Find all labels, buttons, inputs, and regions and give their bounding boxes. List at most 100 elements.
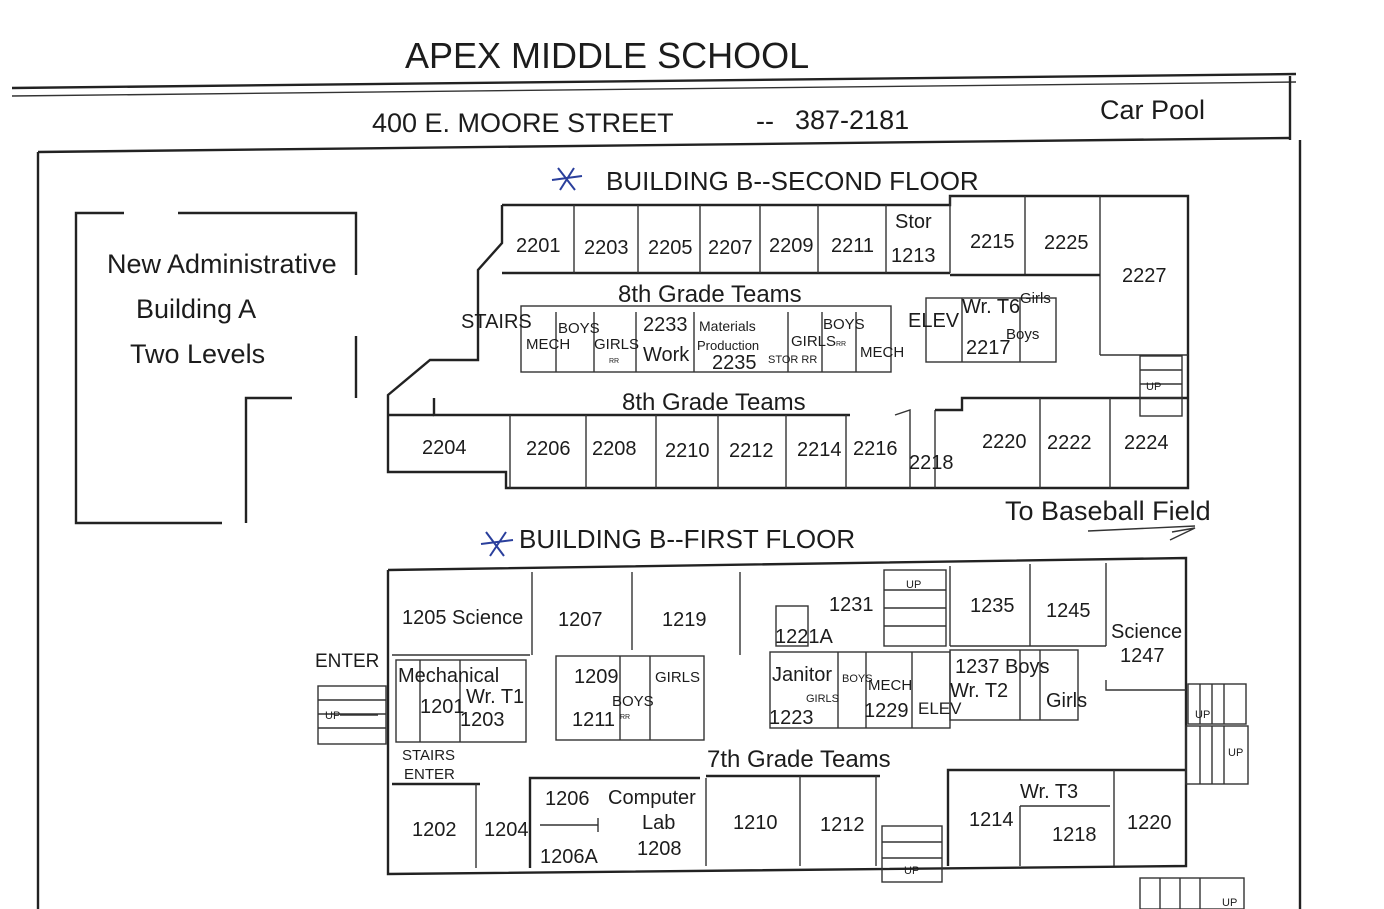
room-2233: 2233	[643, 314, 688, 336]
room-1205: 1205 Science	[402, 607, 523, 629]
restroom-girls-1209: GIRLS	[655, 669, 700, 686]
baseball-field-label: To Baseball Field	[1005, 496, 1211, 526]
room-2211: 2211	[831, 235, 874, 257]
lab-label: Lab	[642, 812, 675, 834]
room-1221a: 1221A	[775, 626, 833, 648]
second-floor-title: BUILDING B--SECOND FLOOR	[606, 166, 979, 196]
workroom-t1: Wr. T1	[466, 686, 524, 708]
room-1223: 1223	[769, 707, 814, 729]
room-1245: 1245	[1046, 600, 1091, 622]
room-1201: 1201	[420, 696, 465, 718]
restroom-girls-t6: Girls	[1020, 290, 1051, 307]
room-1208: 1208	[637, 838, 682, 860]
room-1229: 1229	[864, 700, 909, 722]
room-2222: 2222	[1047, 432, 1092, 454]
storage-label: Stor	[895, 211, 932, 233]
materials-label: Materials	[699, 318, 756, 334]
first-floor-walls	[386, 556, 1188, 883]
address: 400 E. MOORE STREET	[372, 108, 674, 138]
restroom-girls-right: GIRLS	[791, 333, 836, 350]
stair-up-label-enter: UP	[325, 710, 340, 722]
asterisk-icon	[551, 167, 583, 191]
stairs-enter-line1: STAIRS	[402, 747, 455, 764]
stair-right-upper	[1187, 683, 1247, 725]
room-1235: 1235	[970, 595, 1015, 617]
janitor-room: Janitor	[772, 664, 832, 686]
stair-enter-left	[317, 685, 387, 745]
building-a-outline	[74, 211, 358, 525]
work-room: Work	[643, 344, 690, 366]
room-1237-boys: 1237 Boys	[955, 656, 1050, 678]
room-2220: 2220	[982, 431, 1027, 453]
room-2216: 2216	[853, 438, 898, 460]
room-1211: 1211	[572, 709, 615, 731]
room-1206: 1206	[545, 788, 590, 810]
stairs-label-2f: STAIRS	[461, 311, 532, 333]
room-2201: 2201	[516, 235, 561, 257]
room-2203: 2203	[584, 237, 629, 259]
production-label: Production	[697, 338, 759, 353]
workroom-t6: Wr. T6	[962, 296, 1020, 318]
mech-room-left: MECH	[526, 336, 570, 353]
workroom-t2: Wr. T2	[950, 680, 1008, 702]
room-1218: 1218	[1052, 824, 1097, 846]
science-label: Science	[1111, 621, 1182, 643]
stair-up-label-corner: UP	[1222, 897, 1237, 909]
room-2207: 2207	[708, 237, 753, 259]
first-floor-title: BUILDING B--FIRST FLOOR	[519, 524, 855, 554]
building-a-line2: Building A	[136, 294, 256, 324]
room-1210: 1210	[733, 812, 778, 834]
baseball-arrow	[1087, 525, 1196, 541]
workroom-t3: Wr. T3	[1020, 781, 1078, 803]
header-frame	[11, 72, 1302, 909]
second-floor-walls	[386, 194, 1190, 490]
stair-corner	[1139, 877, 1245, 909]
room-2210: 2210	[665, 440, 710, 462]
room-1247: 1247	[1120, 645, 1165, 667]
room-1219: 1219	[662, 609, 707, 631]
room-2214: 2214	[797, 439, 842, 461]
room-2205: 2205	[648, 237, 693, 259]
computer-label: Computer	[608, 787, 696, 809]
stor-rr-label: STOR RR	[768, 354, 817, 366]
room-1203: 1203	[460, 709, 505, 731]
stair-up-label-top: UP	[906, 579, 921, 591]
car-pool-label: Car Pool	[1100, 95, 1205, 125]
room-2225: 2225	[1044, 232, 1089, 254]
room-2209: 2209	[769, 235, 814, 257]
team-label-8th-upper: 8th Grade Teams	[618, 281, 802, 308]
room-2224: 2224	[1124, 432, 1169, 454]
restroom-girls-left: GIRLS	[594, 336, 639, 353]
room-2208: 2208	[592, 438, 637, 460]
room-1220: 1220	[1127, 812, 1172, 834]
mechanical-room: Mechanical	[398, 665, 499, 687]
restroom-boys-right: BOYS	[823, 316, 865, 333]
restroom-boys-1211: BOYS	[612, 693, 654, 710]
room-2215: 2215	[970, 231, 1015, 253]
building-a-line1: New Administrative	[107, 249, 337, 279]
restroom-boys-janitor: BOYS	[842, 673, 873, 685]
room-2212: 2212	[729, 440, 774, 462]
rr-label-right: RR	[836, 341, 846, 348]
mech-room-right: MECH	[860, 344, 904, 361]
room-2218: 2218	[909, 452, 954, 474]
restroom-girls-janitor: GIRLS	[806, 693, 839, 705]
phone-number: 387-2181	[795, 105, 909, 135]
room-1206a: 1206A	[540, 846, 598, 868]
room-2217: 2217	[966, 337, 1011, 359]
stair-right-lower	[1185, 725, 1249, 785]
room-1207: 1207	[558, 609, 603, 631]
elevator-1f: ELEV	[918, 699, 962, 718]
address-separator: --	[756, 106, 774, 136]
school-name: APEX MIDDLE SCHOOL	[405, 35, 809, 76]
room-2204: 2204	[422, 437, 467, 459]
room-1209: 1209	[574, 666, 619, 688]
restroom-boys-t6: Boys	[1006, 326, 1039, 343]
room-2227: 2227	[1122, 265, 1167, 287]
restroom-boys-left: BOYS	[558, 320, 600, 337]
stair-up-label-bottom: UP	[904, 865, 919, 877]
room-2206: 2206	[526, 438, 571, 460]
stairs-enter-line2: ENTER	[404, 766, 455, 783]
